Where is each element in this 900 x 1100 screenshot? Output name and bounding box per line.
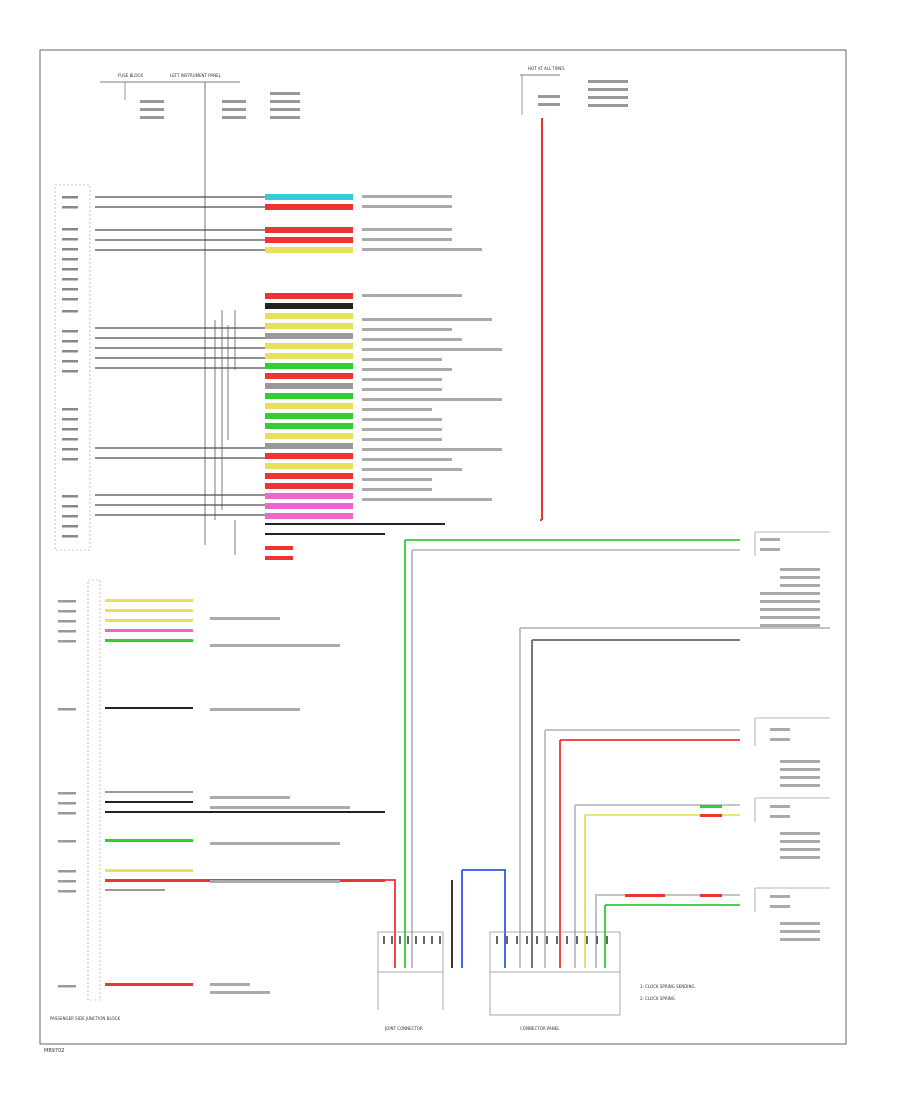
fuse-label-2: LEFT INSTRUMENT PANEL	[170, 73, 222, 78]
note-2: 2: CLOCK SPRING	[640, 996, 675, 1001]
upper-buses	[214, 310, 236, 555]
notes: 1: CLOCK SPRING SENDING 2: CLOCK SPRING	[640, 984, 695, 1001]
top-fuse-block: FUSE BLOCK LEFT INSTRUMENT PANEL	[100, 73, 300, 545]
upper-module-box	[54, 184, 91, 551]
main-colored-runs	[385, 539, 830, 968]
upper-pins	[62, 196, 78, 538]
fuse-label-3: HOT AT ALL TIMES	[528, 66, 565, 71]
upper-wires	[95, 196, 265, 516]
lower-wires	[105, 599, 385, 986]
diagram-frame	[39, 49, 847, 1045]
lower-pin-labels	[58, 600, 76, 988]
right-labels	[760, 538, 820, 941]
caption-right: CONNECTOR PANEL	[520, 1026, 560, 1031]
caption-left: PASSENGER SIDE JUNCTION BLOCK	[50, 1016, 120, 1021]
footer-code: MB9702	[44, 1048, 64, 1054]
fuse-label-1: FUSE BLOCK	[118, 73, 143, 78]
right-connector-brackets	[754, 531, 830, 912]
upper-text-bars	[362, 195, 502, 501]
caption-center: JOINT CONNECTOR	[384, 1026, 423, 1031]
note-1: 1: CLOCK SPRING SENDING	[640, 984, 695, 989]
right-segments	[625, 805, 722, 897]
top-right-fuse: HOT AT ALL TIMES	[520, 66, 628, 521]
lower-module-box	[87, 579, 101, 1001]
lower-text-bars	[210, 617, 350, 994]
bottom-connectors	[377, 931, 621, 1016]
bottom-connector-pins	[383, 936, 608, 944]
upper-color-blocks	[265, 194, 445, 560]
